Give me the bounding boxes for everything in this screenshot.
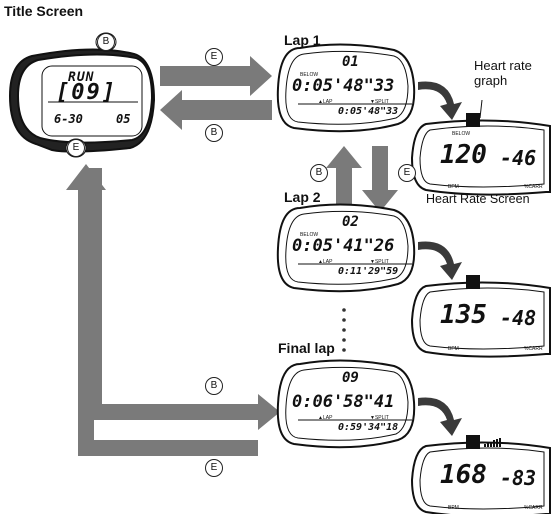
- arrow-lap1-to-title: [160, 90, 272, 130]
- lap2-watch: [276, 203, 416, 293]
- title-screen-label: Title Screen: [4, 3, 84, 19]
- hr2-bpm: 135: [440, 300, 487, 330]
- hr2-bpm-tag: BPM: [448, 346, 459, 352]
- hr2-carr-tag: %CARR: [524, 346, 543, 352]
- arrow-down-e: [362, 146, 398, 212]
- title-mode: RUN: [68, 70, 95, 85]
- continuation-dots: [342, 308, 346, 352]
- lap1-number: 01: [342, 54, 359, 70]
- final-watch: [276, 359, 416, 449]
- arrow-final-to-title-up: [66, 164, 258, 456]
- button-e-marker: E: [67, 139, 85, 157]
- button-b-marker: B: [97, 33, 115, 51]
- hr-screen-1: [410, 113, 551, 196]
- lap1-lap-tag: ▲LAP: [318, 99, 333, 105]
- hr1-carr-tag: %CARR: [524, 184, 543, 190]
- button-e-marker: E: [205, 48, 223, 66]
- final-lap-label: Final lap: [278, 340, 335, 356]
- final-number: 09: [342, 370, 359, 386]
- hr-screen-2: [410, 275, 551, 358]
- hr2-pct: -48: [500, 306, 537, 330]
- curve-arrow-1: [418, 81, 462, 120]
- hr-screen-3: [410, 435, 551, 514]
- hr3-bpm-tag: BPM: [448, 505, 459, 511]
- curve-arrow-3: [418, 397, 462, 436]
- heart-rate-graph-label: Heart rate graph: [474, 58, 532, 88]
- title-number: [09]: [56, 80, 117, 105]
- hr3-carr-tag: %CARR: [524, 505, 543, 511]
- hr1-bpm-tag: BPM: [448, 184, 459, 190]
- hr-graph-pointer: [479, 99, 483, 119]
- title-date: 6-30: [54, 112, 83, 126]
- lap1-split-tag: ▼SPLIT: [370, 99, 389, 105]
- final-lap-tag: ▲LAP: [318, 415, 333, 421]
- curve-arrow-2: [418, 241, 462, 280]
- lap2-number: 02: [342, 214, 359, 230]
- hr1-pct: -46: [500, 146, 537, 170]
- final-split-tag: ▼SPLIT: [370, 415, 389, 421]
- lap2-label: Lap 2: [284, 189, 321, 205]
- arrow-title-to-final: [86, 168, 280, 430]
- button-b-marker: B: [205, 377, 223, 395]
- lap1-time: 0:05'48"33: [292, 76, 395, 96]
- hr3-pct: -83: [500, 466, 537, 490]
- final-time: 0:06'58"41: [292, 392, 395, 412]
- title-day: 05: [116, 112, 131, 126]
- title-watch: [8, 48, 156, 153]
- lap2-split: 0:11'29"59: [338, 266, 399, 277]
- hr1-below: BELOW: [452, 131, 471, 137]
- hr3-bpm: 168: [440, 460, 487, 490]
- lap1-label: Lap 1: [284, 32, 321, 48]
- lap1-watch: [276, 43, 416, 133]
- lap1-below: BELOW: [300, 72, 319, 78]
- lap1-split: 0:05'48"33: [338, 106, 399, 117]
- hr1-bpm: 120: [440, 140, 487, 170]
- heart-rate-screen-label: Heart Rate Screen: [426, 192, 530, 206]
- button-e-marker: E: [205, 459, 223, 477]
- arrow-title-to-lap1: [160, 56, 272, 96]
- button-b-marker: B: [310, 164, 328, 182]
- lap2-below: BELOW: [300, 232, 319, 238]
- lap2-lap-tag: ▲LAP: [318, 259, 333, 265]
- lap2-time: 0:05'41"26: [292, 236, 395, 256]
- lap2-split-tag: ▼SPLIT: [370, 259, 389, 265]
- button-e-marker: E: [398, 164, 416, 182]
- final-split: 0:59'34"18: [338, 422, 399, 433]
- button-b-marker: B: [205, 124, 223, 142]
- arrow-up-b: [326, 146, 362, 212]
